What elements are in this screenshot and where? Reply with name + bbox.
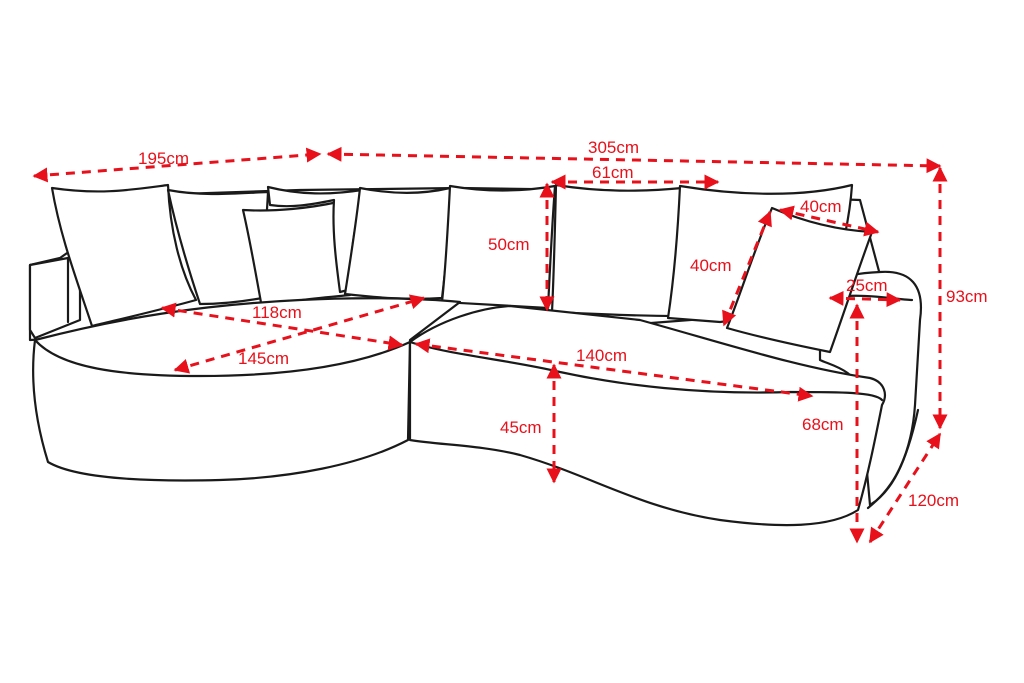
label-cushion-width: 61cm: [592, 163, 634, 182]
label-left-section-length: 195cm: [138, 149, 189, 168]
dimension-line-40-height: [722, 210, 772, 327]
dimension-lines: [32, 146, 948, 544]
dimension-line-120: [868, 432, 942, 544]
label-chaise-depth: 118cm: [252, 303, 302, 322]
label-arm-height: 68cm: [802, 415, 844, 434]
dimension-line-25: [828, 290, 902, 308]
label-total-length: 305cm: [588, 138, 639, 157]
label-seat-height: 45cm: [500, 418, 542, 437]
cushion-5: [343, 186, 452, 300]
chaise-seat: [31, 297, 462, 482]
label-seat-length: 140cm: [576, 346, 627, 365]
cushion-7: [550, 183, 684, 318]
dimension-line-305: [326, 146, 942, 174]
dimension-labels: 195cm 305cm 61cm 50cm 40cm 40cm 25cm 93c…: [138, 138, 988, 510]
label-armrest-width: 25cm: [846, 276, 888, 295]
dimension-line-140: [414, 338, 814, 402]
label-total-depth: 120cm: [908, 491, 959, 510]
label-small-cushion-height: 40cm: [690, 256, 732, 275]
label-small-cushion-width: 40cm: [800, 197, 842, 216]
dimension-line-40-width: [778, 205, 880, 237]
sofa-drawing: [28, 183, 923, 527]
dimension-line-145: [173, 294, 426, 374]
label-cushion-height: 50cm: [488, 235, 530, 254]
label-chaise-length: 145cm: [238, 349, 289, 368]
label-total-height: 93cm: [946, 287, 988, 306]
